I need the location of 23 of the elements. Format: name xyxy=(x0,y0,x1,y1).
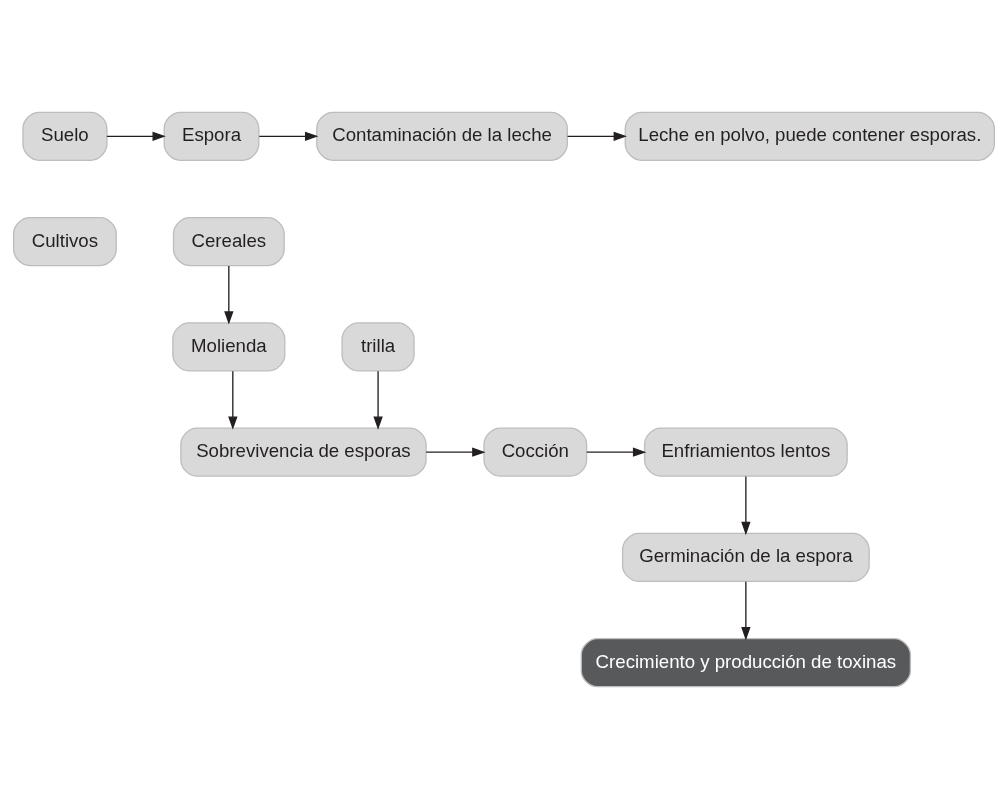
node-box: Sobrevivencia de esporas xyxy=(180,427,427,477)
node-box: Crecimiento y producción de toxinas xyxy=(580,638,912,688)
node-box: trilla xyxy=(341,322,415,372)
arrow xyxy=(228,370,238,430)
arrow xyxy=(373,370,383,430)
node-box: Germinación de la espora xyxy=(621,532,870,583)
arrow xyxy=(224,265,234,325)
node-box: Espora xyxy=(163,111,260,161)
arrow xyxy=(566,131,627,141)
node-box: Contaminación de la leche xyxy=(316,111,568,161)
node-box: Leche en polvo, puede contener esporas. xyxy=(624,111,996,161)
node-box: Cereales xyxy=(172,216,285,267)
arrow xyxy=(586,447,647,457)
node-box: Molienda xyxy=(172,322,286,372)
node-box: Cultivos xyxy=(12,216,117,267)
arrow xyxy=(425,447,486,457)
node-box: Cocción xyxy=(483,427,588,477)
arrow xyxy=(258,131,319,141)
arrow xyxy=(741,475,751,536)
node-box: Enfriamientos lentos xyxy=(643,427,848,477)
arrow xyxy=(741,581,751,641)
node-box: Suelo xyxy=(22,111,108,161)
arrow xyxy=(106,131,166,141)
